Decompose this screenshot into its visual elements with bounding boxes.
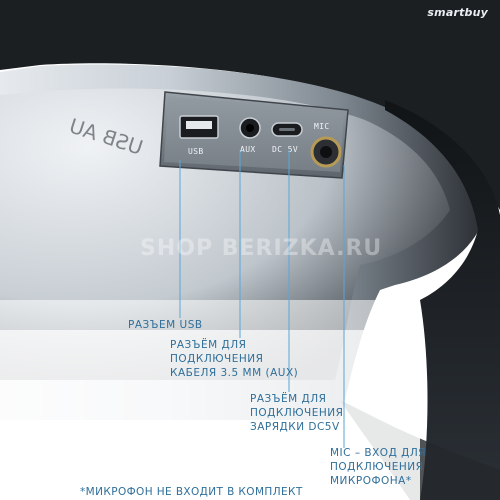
aux-port-icon — [239, 117, 261, 139]
callout-aux: Разъём для подключения кабеля 3.5 мм (AU… — [170, 339, 299, 379]
usb-port-icon — [179, 115, 219, 139]
leader-lines — [179, 150, 345, 448]
mic-port-icon — [310, 136, 342, 168]
brand-logo: smartbuy — [427, 6, 488, 19]
usb-port-label: USB — [188, 147, 204, 156]
aux-port-label: AUX — [240, 145, 256, 154]
dc-port-icon — [271, 122, 303, 137]
footnote: *Микрофон не входит в комплект — [80, 486, 303, 498]
mic-port-label: MIC — [314, 122, 330, 131]
callout-mic: MIC – вход для подключения микрофона* — [330, 447, 427, 487]
dc-port-label: DC 5V — [272, 145, 298, 154]
watermark: SHOP BERIZKA.RU — [140, 236, 383, 261]
callout-usb: Разъем USB — [128, 319, 203, 331]
callout-dc: Разъём для подключения зарядки DC5V — [250, 393, 344, 433]
